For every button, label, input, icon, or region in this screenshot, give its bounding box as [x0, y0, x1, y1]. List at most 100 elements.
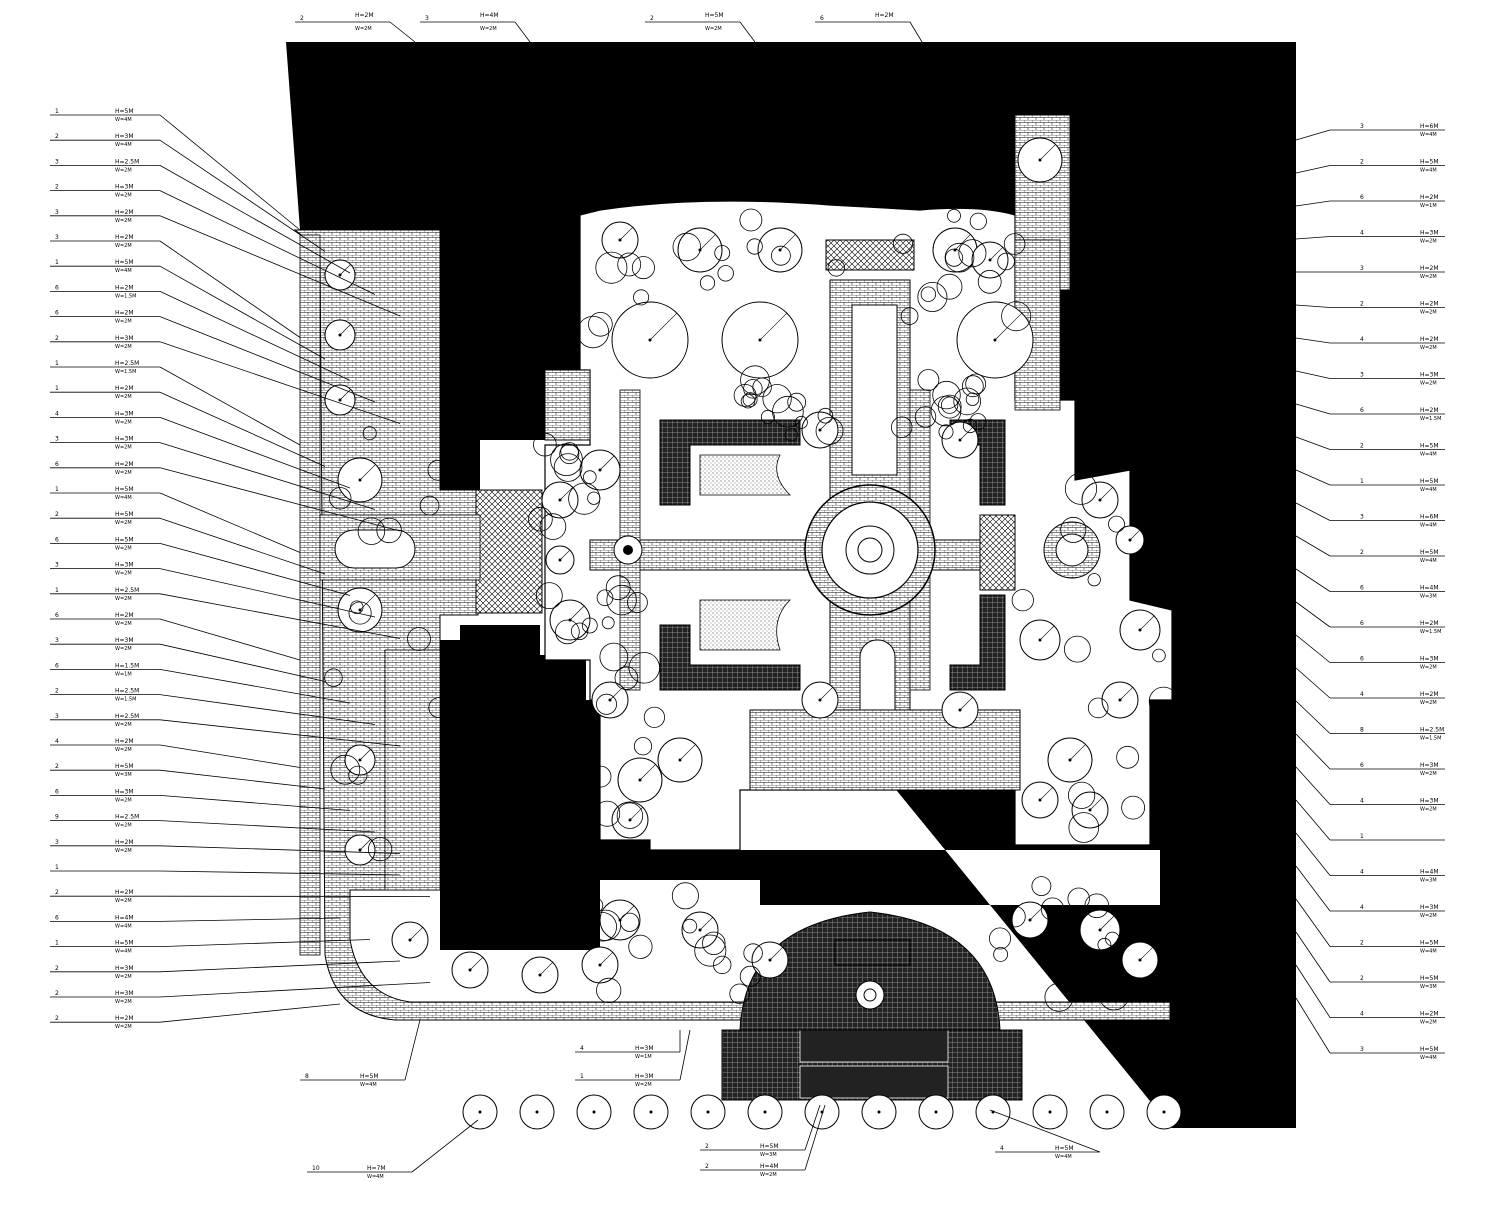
label-height: H=4M — [1420, 869, 1439, 876]
label-code: 6 — [55, 536, 59, 543]
label-height: H=3M — [115, 184, 134, 191]
tree-icon — [1071, 791, 1109, 829]
shrub-icon — [628, 652, 661, 684]
tree-icon — [1121, 941, 1159, 979]
shrub-icon — [714, 245, 731, 261]
shrub-icon — [743, 943, 763, 963]
label-width: W=2M — [115, 621, 132, 627]
shrub-icon — [817, 407, 834, 424]
label-height: H=2.5M — [115, 688, 139, 695]
label-code: 2 — [1360, 940, 1364, 947]
label-width: W=2M — [115, 243, 132, 249]
shrub-icon — [617, 252, 642, 277]
shrub-icon — [633, 737, 653, 756]
shrub-icon — [631, 256, 655, 280]
shrub-icon — [606, 584, 637, 616]
shrub-icon — [953, 387, 981, 416]
tree-icon — [657, 737, 703, 783]
shrub-icon — [969, 212, 987, 230]
label-width: W=2M — [1420, 345, 1437, 351]
tree-icon — [344, 834, 376, 866]
label-height: H=3M — [1420, 230, 1439, 237]
tree-icon — [545, 545, 575, 575]
shrub-icon — [713, 955, 732, 975]
label-width: W=2M — [705, 26, 722, 32]
shrub-icon — [595, 251, 628, 284]
label-code: 2 — [1360, 301, 1364, 308]
street-tree-row — [462, 1094, 1182, 1130]
label-code: 3 — [1360, 514, 1364, 521]
label-width: W=4M — [115, 495, 132, 501]
label-width: W=2M — [115, 419, 132, 425]
label-width: W=4M — [360, 1082, 377, 1088]
label-code: 3 — [55, 158, 59, 165]
label-height: H=2M — [875, 12, 894, 19]
label-width: W=2M — [1420, 274, 1437, 280]
label-height: H=5M — [760, 1143, 779, 1150]
shrub-icon — [362, 426, 377, 441]
shrub-icon — [891, 416, 913, 438]
tree-icon — [941, 421, 979, 459]
label-width: W=2M — [115, 445, 132, 451]
shrub-icon — [329, 487, 352, 510]
label-height: H=3M — [115, 990, 134, 997]
label-height: H=4M — [480, 12, 499, 19]
tree-icon — [591, 681, 629, 719]
label-width: W=2M — [635, 1082, 652, 1088]
label-code: 4 — [580, 1045, 584, 1052]
street-tree-icon — [861, 1094, 897, 1130]
label-code: 6 — [55, 284, 59, 291]
label-height: H=4M — [1420, 585, 1439, 592]
label-code: 3 — [1360, 372, 1364, 379]
label-width: W=4M — [115, 949, 132, 955]
label-code: 9 — [55, 814, 59, 821]
label-height: H=2M — [115, 234, 134, 241]
shrub-icon — [1148, 686, 1179, 717]
label-width: W=4M — [115, 142, 132, 148]
shrub-icon — [1121, 795, 1145, 820]
shrub-icon — [596, 977, 622, 1004]
label-height: H=2.5M — [115, 158, 139, 165]
shrub-icon — [605, 575, 631, 601]
tree-icon — [971, 241, 1009, 279]
shrub-icon — [376, 517, 402, 544]
label-code: 3 — [1360, 1046, 1364, 1053]
shrub-icon — [1087, 573, 1101, 587]
label-width: W=2M — [115, 344, 132, 350]
label-width: W=3M — [1420, 984, 1437, 990]
label-code: 4 — [1360, 904, 1364, 911]
label-height: H=2M — [1420, 265, 1439, 272]
shrub-icon — [1067, 887, 1090, 911]
label-width: W=1.5M — [115, 697, 136, 703]
shrub-icon — [937, 394, 962, 419]
shrub-icon — [1001, 301, 1032, 332]
label-code: 6 — [55, 461, 59, 468]
label-code: 2 — [55, 889, 59, 896]
label-code: 2 — [1360, 549, 1364, 556]
label-width: W=4M — [367, 1174, 384, 1180]
street-tree-icon — [1032, 1094, 1068, 1130]
label-code: 2 — [650, 15, 654, 22]
shrub-icon — [570, 622, 589, 641]
